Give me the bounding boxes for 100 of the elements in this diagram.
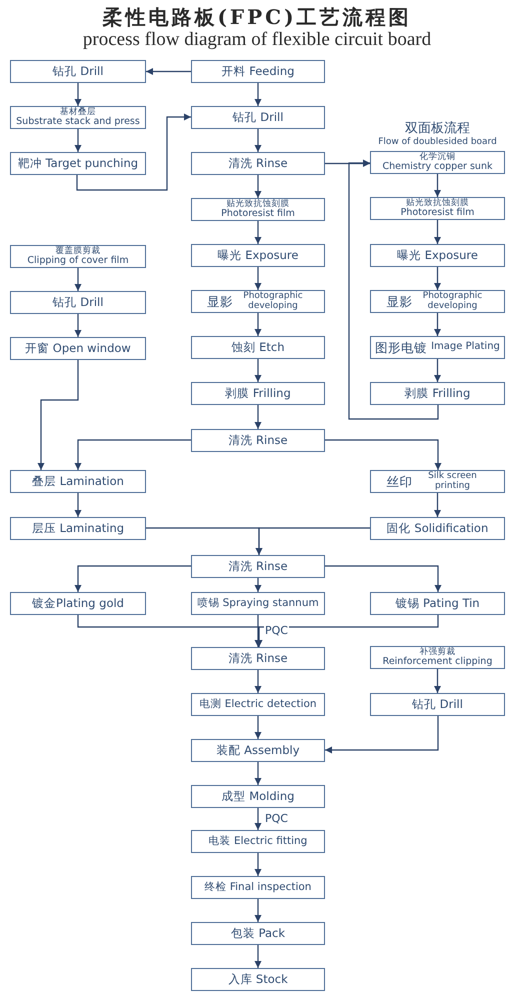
arrow (254, 762, 262, 785)
arrow (74, 83, 82, 106)
step-label: 叠层 Lamination (32, 475, 124, 488)
process-box (10, 337, 146, 360)
process-box (370, 244, 505, 267)
arrow (74, 493, 82, 517)
process-box (10, 60, 146, 83)
step-label: Substrate stack and press (16, 116, 140, 127)
process-box (370, 290, 505, 313)
process-box (191, 429, 325, 452)
arrow (325, 565, 442, 592)
step-label: Photoresist film (400, 208, 474, 218)
process-box (370, 646, 505, 669)
step-label: Photographic developing (242, 292, 304, 311)
arrow (254, 716, 262, 739)
process-box (10, 291, 146, 314)
step-label: 补强剪裁 (420, 648, 456, 657)
step-label: 开窗 Open window (25, 342, 131, 355)
step-label: 基材叠层 (60, 108, 96, 117)
step-label: 镀金Plating gold (32, 597, 124, 610)
arrow (325, 716, 439, 754)
step-label: 清洗 Rinse (228, 434, 288, 447)
title: 柔性电路板(FPC)工艺流程图 (101, 4, 413, 31)
step-label: 层压 Laminating (32, 522, 124, 535)
step-label: 钻孔 Drill (412, 698, 463, 711)
section-heading: 双面板流程 (404, 120, 471, 137)
arrow (254, 83, 262, 106)
step-label: 开料 Feeding (222, 65, 294, 78)
arrow (254, 578, 262, 592)
step-label: 化学沉铜 (420, 153, 456, 162)
process-box (370, 517, 505, 540)
step-label: 成型 Molding (222, 790, 294, 803)
arrow (348, 160, 439, 420)
arrow (256, 615, 439, 647)
step-label: 显影 (386, 294, 412, 308)
step-label: 清洗 Rinse (228, 157, 288, 170)
step-label: Photographic developing (422, 292, 484, 311)
edge-label: PQC (264, 812, 289, 825)
step-label: 包装 Pack (230, 927, 286, 940)
step-label: 贴光致抗蚀刻膜 (226, 200, 290, 209)
process-box (191, 198, 325, 221)
arrow (254, 313, 262, 336)
step-label: 喷锡 Spraying stannum (197, 598, 319, 609)
subtitle: process flow diagram of flexible circuit board (82, 29, 432, 51)
arrow (38, 360, 79, 470)
arrow (254, 899, 262, 922)
process-box (370, 336, 505, 359)
process-box (191, 244, 325, 267)
arrow (254, 221, 262, 244)
process-box (370, 592, 505, 615)
process-box (370, 151, 505, 174)
arrow (256, 527, 370, 555)
step-label: 清洗 Rinse (228, 652, 288, 665)
step-label: Photoresist film (221, 208, 295, 219)
arrow (254, 175, 262, 198)
arrow (434, 267, 441, 290)
arrow (254, 405, 262, 429)
process-box (370, 470, 505, 493)
process-box (191, 60, 325, 83)
arrow (74, 268, 82, 291)
step-label: Image Plating (431, 342, 500, 353)
step-label: Silk screen printing (427, 472, 478, 491)
process-box (191, 290, 325, 313)
arrow (434, 359, 441, 382)
step-label: Clipping of cover film (27, 256, 129, 266)
arrow (254, 267, 262, 290)
process-box (191, 830, 325, 853)
arrow (434, 493, 441, 517)
process-box (191, 739, 325, 762)
process-box (191, 592, 325, 615)
step-label: 覆盖膜剪裁 (56, 247, 100, 256)
step-label: 钻孔 Drill (52, 296, 104, 309)
arrow (254, 808, 262, 830)
process-box (10, 106, 146, 129)
step-label: 剥膜 Frilling (404, 387, 470, 400)
arrow (254, 615, 262, 647)
arrow (434, 313, 441, 336)
process-box (191, 876, 325, 899)
arrow (74, 439, 191, 470)
process-box (191, 106, 325, 129)
step-label: 固化 Solidification (386, 522, 488, 535)
step-label: 靶冲 Target punching (18, 157, 138, 170)
step-label: 镀锡 Pating Tin (395, 597, 480, 610)
process-box (191, 968, 325, 991)
arrow (325, 439, 442, 470)
process-box (191, 785, 325, 808)
step-label: 剥膜 Frilling (225, 387, 291, 400)
process-box (370, 197, 505, 220)
arrow (254, 670, 262, 693)
process-box (10, 470, 146, 493)
process-box (191, 647, 325, 670)
arrow (434, 220, 441, 244)
arrow (434, 669, 441, 693)
process-box (191, 382, 325, 405)
step-label: 贴光致抗蚀刻膜 (406, 199, 469, 208)
step-label: 曝光 Exposure (397, 249, 478, 262)
step-label: 丝印 (386, 474, 412, 488)
process-box (191, 555, 325, 578)
process-box (10, 517, 146, 540)
arrow (74, 565, 191, 592)
